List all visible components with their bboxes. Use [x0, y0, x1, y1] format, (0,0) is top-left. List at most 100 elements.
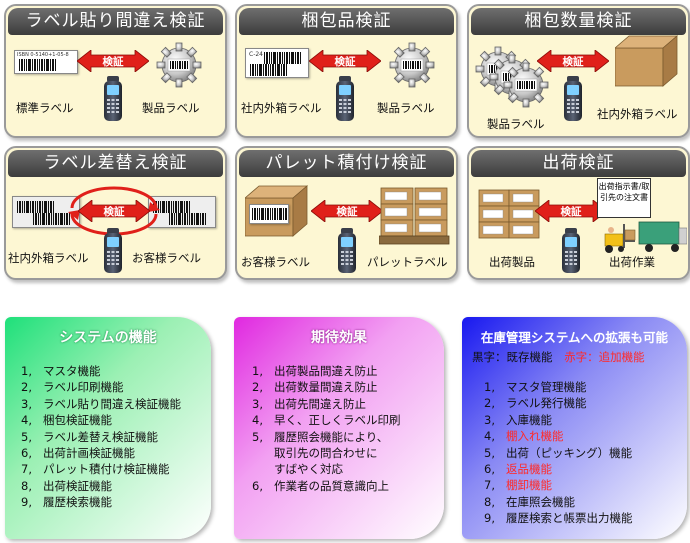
left-label: 標準ラベル [16, 101, 74, 115]
item-text: 出荷製品間違え防止 [274, 364, 378, 378]
item-number: 6, [484, 462, 495, 477]
left-label: 社内外箱ラベル [241, 101, 322, 115]
item-text: 入庫機能 [506, 412, 552, 427]
right-label: 製品ラベル [142, 101, 200, 115]
legend-existing: 黒字：既存機能 [472, 350, 553, 364]
shipment-boxes-icon [478, 189, 540, 239]
item-text: マスタ機能 [43, 364, 101, 378]
item-number: 3, [21, 396, 32, 411]
list-item: 8,出荷検証機能 [21, 478, 181, 494]
item-number: 2, [21, 380, 32, 395]
item-text: 出荷数量間違え防止 [274, 380, 378, 395]
item-number: 6, [21, 446, 32, 461]
panel-title: 梱包数量検証 [471, 8, 686, 35]
left-label: お客様ラベル [241, 255, 310, 269]
handheld-scanner-icon [564, 76, 582, 121]
item-number: 3, [252, 396, 263, 411]
list-item: 6, 返品機能 [484, 461, 633, 477]
item-text: ラベル貼り間違え検証機能 [43, 396, 181, 411]
list-item: 6, 作業者の品質意識向上 [252, 478, 401, 494]
list-item: 5,ラベル差替え検証機能 [21, 429, 181, 445]
list-item: 5, 履歴照会機能により、 [252, 429, 401, 445]
panel-title: パレット積付け検証 [239, 150, 454, 177]
barcode-caption: ISBN 0-5140+1-05-8 [17, 52, 69, 58]
customer-label-image [249, 204, 289, 224]
item-number: 2, [252, 380, 263, 395]
shipping-instruction-document: 出荷指示書/取引先の注文書 [597, 178, 651, 218]
panel-title: 梱包品検証 [239, 8, 454, 35]
panel-label-replacement-check: ラベル差替え検証 検証 社内外箱ラベル お客様ラベル [4, 146, 227, 280]
item-number: 1, [21, 364, 32, 378]
item-text: パレット積付け検証機能 [43, 462, 170, 477]
list-item: 3, 出荷先間違え防止 [252, 396, 401, 412]
item-text: 出荷検証機能 [43, 478, 112, 493]
handheld-scanner-icon [104, 76, 122, 121]
panel-pallet-loading-check: パレット積付け検証 検証 お客様ラベル パレットラベル [235, 146, 458, 280]
item-number: 5, [484, 445, 495, 460]
barcode-icon [169, 213, 206, 225]
right-label: お客様ラベル [132, 251, 201, 265]
handheld-scanner-icon [562, 228, 580, 273]
product-gear-icon [389, 42, 435, 88]
functions-title: システムの機能 [59, 330, 157, 346]
legend-added: 赤字：追加機能 [564, 350, 645, 364]
item-number: 1, [484, 380, 495, 394]
list-item: 9,履歴検索と帳票出力機能 [484, 510, 633, 526]
list-item: 3, ラベル貼り間違え検証機能 [21, 396, 181, 412]
arrow-label: 検証 [103, 206, 125, 218]
right-label: パレットラベル [367, 255, 448, 269]
arrow-label: 検証 [336, 206, 358, 218]
carton-box-icon [615, 35, 678, 87]
list-item: 2, ラベル発行機能 [484, 395, 633, 411]
item-number: 4, [21, 413, 32, 428]
outer-box-label-image: C-24 [245, 48, 309, 78]
panel-shipment-check: 出荷検証 検証 出荷指示書/取引先の注文書 出荷製品 出荷作業 [467, 146, 690, 280]
list-item: 3, 入庫機能 [484, 412, 633, 428]
barcode-icon [17, 201, 54, 213]
list-item: 1,マスタ管理機能 [484, 379, 633, 395]
list-item-continuation: すばやく対応 [274, 462, 343, 477]
item-text: 返品機能 [506, 462, 552, 477]
item-number: 7, [21, 462, 32, 477]
item-text: 出荷先間違え防止 [274, 396, 366, 411]
item-number: 1, [252, 364, 263, 378]
item-number: 6, [252, 478, 263, 493]
list-item: 1, マスタ機能 [21, 363, 181, 379]
item-number: 5, [252, 429, 263, 444]
list-item: 9,履歴検索機能 [21, 494, 181, 510]
left-label: 出荷製品 [489, 255, 535, 269]
list-item: 2, 出荷数量間違え防止 [252, 379, 401, 395]
list-item: 7,棚卸機能 [484, 477, 633, 493]
list-item: 2, ラベル印刷機能 [21, 379, 181, 395]
panel-label-mismatch-check: ラベル貼り間違え検証 ISBN 0-5140+1-05-8 検証 標準ラベル 製… [4, 4, 227, 138]
list-item: 4, 梱包検証機能 [21, 412, 181, 428]
list-item: 4,棚入れ機能 [484, 428, 633, 444]
item-number: 8, [484, 494, 495, 509]
legend-row: 黒字：既存機能 赤字：追加機能 [472, 349, 645, 365]
item-text: 棚入れ機能 [506, 429, 564, 444]
item-number: 2, [484, 396, 495, 411]
barcode-icon [264, 52, 301, 64]
panel-title: ラベル貼り間違え検証 [8, 8, 223, 35]
panel-title: ラベル差替え検証 [8, 150, 223, 177]
list-item: 7, パレット積付け検証機能 [21, 461, 181, 477]
list-item: 1, 出荷製品間違え防止 [252, 363, 401, 379]
item-number: 3, [484, 412, 495, 427]
item-number: 9, [484, 511, 495, 526]
item-text: 履歴照会機能により、 [274, 429, 389, 444]
list-item: 4,早く、正しくラベル印刷 [252, 412, 401, 428]
item-text: ラベル発行機能 [506, 396, 587, 411]
item-text: 作業者の品質意識向上 [274, 478, 389, 493]
forklift-truck-icon [604, 221, 687, 253]
list-item: 8,在庫照会機能 [484, 494, 633, 510]
arrow-label: 検証 [334, 56, 356, 68]
panel-packing-check: 梱包品検証 C-24 検証 社内外箱ラベル 製品ラベル [235, 4, 458, 138]
list-item: 6,出荷計画検証機能 [21, 445, 181, 461]
item-number: 4, [252, 413, 263, 428]
barcode-icon [250, 64, 287, 76]
item-text: ラベル印刷機能 [43, 380, 124, 395]
handheld-scanner-icon [336, 76, 354, 121]
item-text: ラベル差替え検証機能 [43, 429, 158, 444]
item-text: 梱包検証機能 [43, 413, 112, 428]
